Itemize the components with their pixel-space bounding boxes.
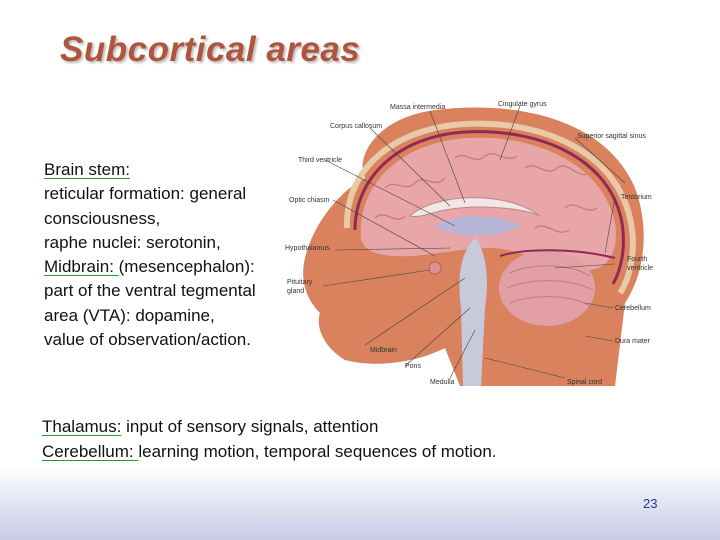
cerebellum-heading: Cerebellum: bbox=[42, 442, 139, 461]
thalamus-heading: Thalamus: bbox=[42, 417, 122, 436]
thalamus-line: Thalamus: input of sensory signals, atte… bbox=[42, 414, 497, 439]
third-ventricle bbox=[435, 216, 520, 236]
label-midbrain: Midbrain bbox=[370, 347, 397, 354]
label-third-ventricle: Third ventricle bbox=[298, 157, 342, 164]
label-optic-chiasm: Optic chiasm bbox=[289, 197, 330, 204]
gyri-texture bbox=[374, 153, 598, 233]
midbrain-line-2: part of the ventral tegmental bbox=[44, 281, 256, 301]
leader-lines bbox=[322, 105, 626, 379]
slide-title: Subcortical areas bbox=[60, 30, 361, 69]
left-text-block: Brain stem: reticular formation: general… bbox=[44, 158, 256, 352]
label-cerebellum: Cerebellum bbox=[615, 305, 651, 312]
page-number: 23 bbox=[643, 496, 658, 511]
skull-outline bbox=[343, 120, 636, 295]
brain-stem-line-2: consciousness, bbox=[44, 208, 161, 228]
label-fourth-ventricle-2: ventricle bbox=[627, 265, 653, 272]
label-massa-intermedia: Massa intermedia bbox=[390, 104, 445, 111]
cerebellum-shape bbox=[499, 250, 595, 326]
brain-stem-heading: Brain stem: bbox=[44, 160, 130, 179]
label-superior-sagittal-sinus: Superior sagittal sinus bbox=[577, 133, 646, 140]
label-spinal-cord: Spinal cord bbox=[567, 379, 602, 386]
cerebellum-folia bbox=[506, 265, 594, 307]
midbrain-heading-rest: (mesencephalon): bbox=[118, 257, 255, 277]
label-fourth-ventricle-1: Fourth bbox=[627, 256, 647, 263]
brain-sagittal-figure: Massa intermedia Cingulate gyrus Corpus … bbox=[285, 98, 663, 386]
brainstem bbox=[459, 238, 487, 386]
cerebellum-description: learning motion, temporal sequences of m… bbox=[138, 442, 497, 461]
label-corpus-callosum: Corpus callosum bbox=[330, 123, 382, 130]
midbrain-line-4: value of observation/action. bbox=[44, 330, 251, 350]
cerebellum-line: Cerebellum: learning motion, temporal se… bbox=[42, 439, 497, 464]
label-dura-mater: Dura mater bbox=[615, 338, 651, 345]
background-gradient-band bbox=[0, 468, 720, 540]
midbrain-heading: Midbrain: bbox=[44, 257, 119, 277]
midbrain-line-3: area (VTA): dopamine, bbox=[44, 305, 215, 325]
brain-stem-line-3: raphe nuclei: serotonin, bbox=[44, 232, 221, 252]
thalamus-description: input of sensory signals, attention bbox=[121, 417, 379, 436]
label-medulla: Medulla bbox=[430, 379, 455, 386]
label-cingulate-gyrus: Cingulate gyrus bbox=[498, 101, 547, 108]
label-tentorium: Tentorium bbox=[621, 194, 652, 201]
brain-stem-line-1: reticular formation: general bbox=[44, 184, 247, 204]
label-pituitary-2: gland bbox=[287, 288, 304, 295]
brain-stem-heading-line: Brain stem: bbox=[44, 158, 256, 182]
label-hypothalamus: Hypothalamus bbox=[285, 245, 330, 252]
label-pons: Pons bbox=[405, 363, 421, 370]
tentorium-line bbox=[499, 249, 616, 259]
pituitary-shape bbox=[428, 261, 442, 275]
bottom-text-block: Thalamus: input of sensory signals, atte… bbox=[42, 414, 497, 464]
dura-mater-line bbox=[353, 130, 625, 285]
label-pituitary-1: Pituitary bbox=[287, 279, 313, 286]
midbrain-heading-line: Midbrain: (mesencephalon): bbox=[44, 255, 256, 279]
